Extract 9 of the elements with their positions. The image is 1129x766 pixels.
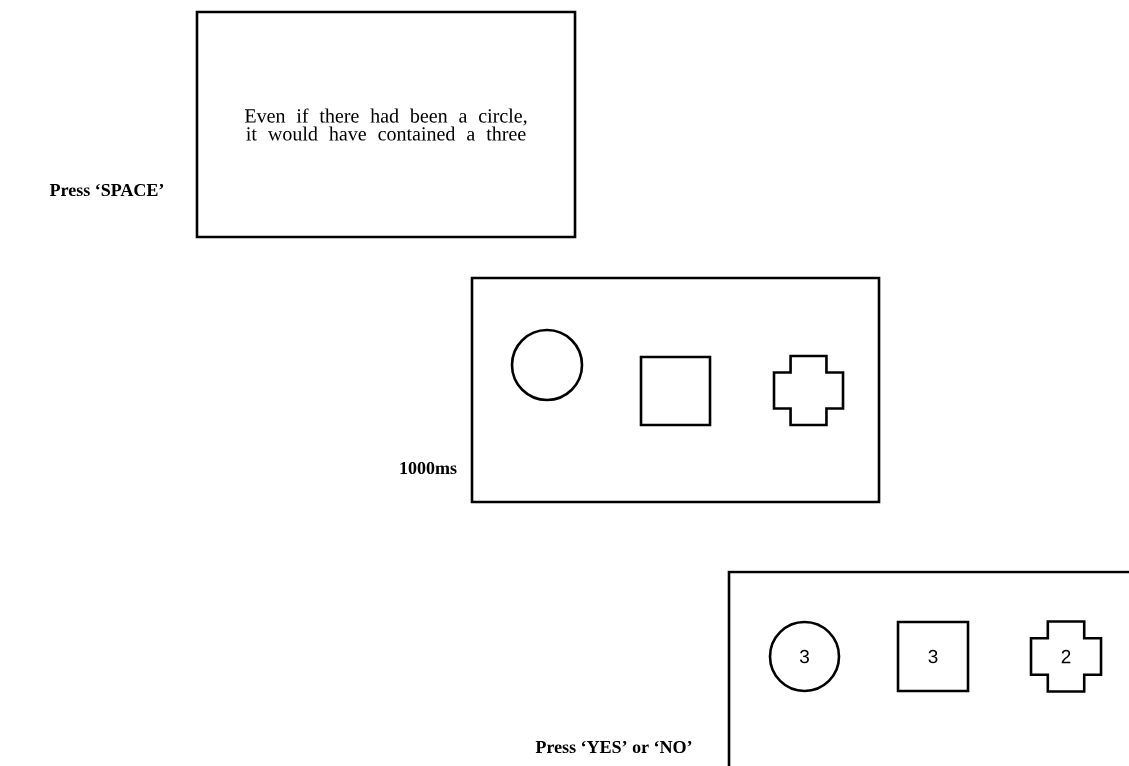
- display-screen: Even if there had been a circle, it would have contained a three: [195, 10, 577, 239]
- instruction-text: Press ‘SPACE’: [49, 183, 164, 197]
- display-screen: [727, 570, 1129, 766]
- circle-shape: [510, 328, 584, 402]
- display-screen: [470, 276, 881, 504]
- square-shape: [639, 355, 712, 427]
- instruction-text: 1000ms: [400, 461, 457, 475]
- cross-shape: [772, 354, 845, 427]
- instruction-text: Press ‘YES’ or ‘NO’: [535, 740, 692, 754]
